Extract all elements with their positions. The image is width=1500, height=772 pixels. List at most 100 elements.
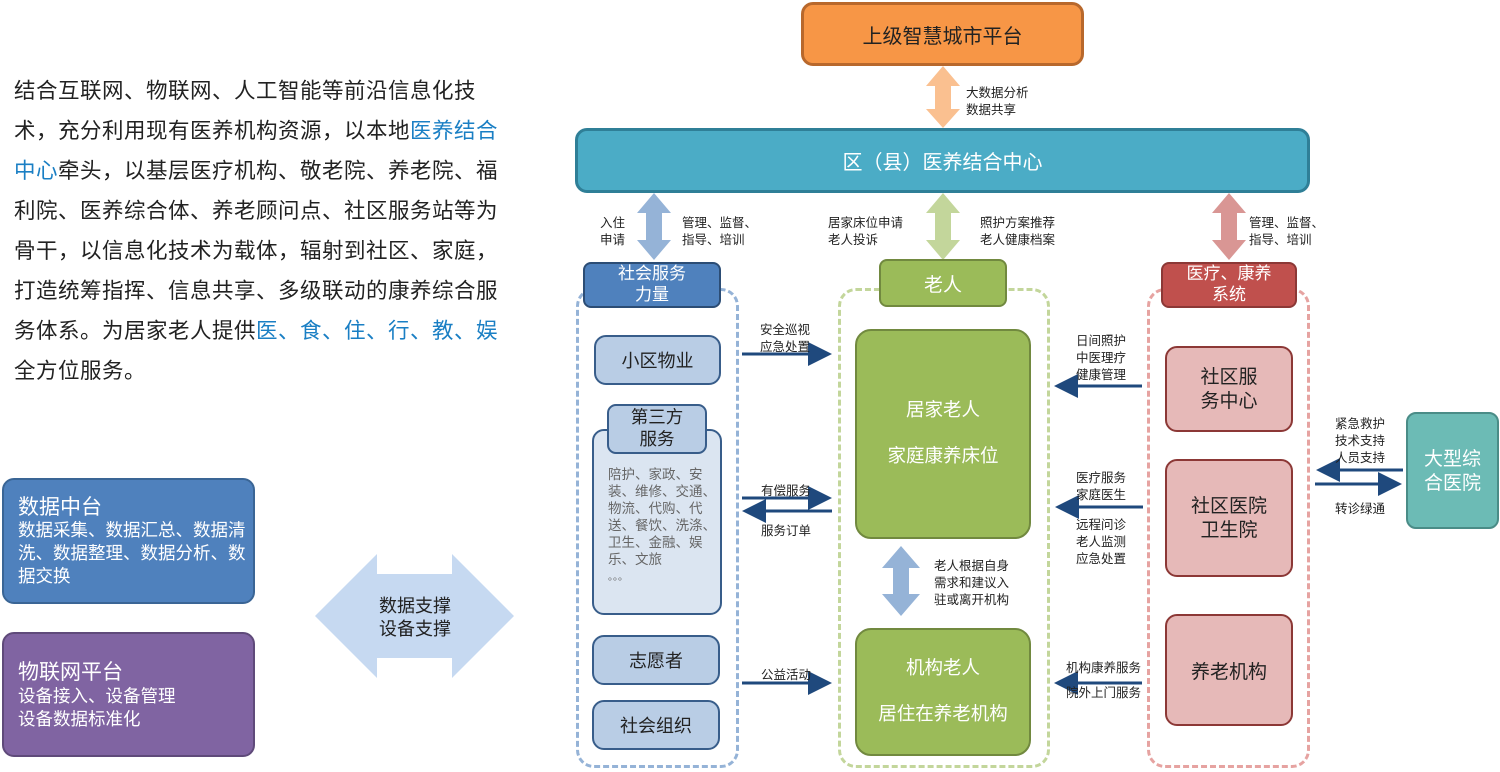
third-party-items: 陪护、家政、安 装、维修、交通、 物流、代购、代 送、餐饮、洗涤、 卫生、金融、… xyxy=(608,467,716,586)
top-link-line-1: 大数据分析 xyxy=(966,85,1029,100)
social-org-box: 社会组织 xyxy=(592,700,720,750)
right-link-arrow xyxy=(1212,193,1246,260)
community-center-line-1: 社区服 xyxy=(1200,366,1258,388)
iot-platform-box: 物联网平台 设备接入、设备管理 设备数据标准化 xyxy=(2,632,255,757)
community-hospital-line-2: 卫生院 xyxy=(1200,519,1258,541)
general-hospital-line-2: 合医院 xyxy=(1423,471,1481,494)
general-hospital-line-1: 大型综 xyxy=(1423,447,1481,470)
paid-service-label: 有偿服务 xyxy=(761,483,812,498)
top-link-line-2: 数据共享 xyxy=(966,102,1017,117)
support-arrow-label: 数据支撑 设备支撑 xyxy=(360,595,470,641)
support-label-1: 数据支撑 xyxy=(379,596,451,617)
patrol-line-2: 应急处置 xyxy=(760,339,811,354)
community-hospital-box: 社区医院 卫生院 xyxy=(1165,459,1293,577)
third-party-box: 陪护、家政、安 装、维修、交通、 物流、代购、代 送、餐饮、洗涤、 卫生、金融、… xyxy=(592,429,722,615)
referral-label: 转诊绿通 xyxy=(1335,501,1386,516)
intro-highlight-services: 医、食、住、行、教、娱 xyxy=(256,319,499,344)
institution-elderly-line-1: 机构老人 xyxy=(905,658,980,679)
support-double-arrow xyxy=(315,554,514,678)
tp-item-line: 卫生、金融、娱 xyxy=(608,535,703,551)
community-center-line-2: 务中心 xyxy=(1200,390,1258,412)
third-party-header-2: 服务 xyxy=(639,430,675,450)
right-manage-line-2: 指导、培训 xyxy=(1249,232,1312,247)
outcall-label: 院外上门服务 xyxy=(1066,685,1142,700)
property-box: 小区物业 xyxy=(594,335,721,385)
data-center-box: 数据中台 数据采集、数据汇总、数据清洗、数据整理、数据分析、数据交换 xyxy=(2,478,255,604)
support-label-2: 设备支撑 xyxy=(379,619,451,640)
mid-link-right-label: 照护方案推荐 老人健康档案 xyxy=(980,214,1055,248)
health-record-line: 老人健康档案 xyxy=(980,232,1056,247)
social-org-label: 社会组织 xyxy=(620,716,692,737)
social-header-1: 社会服务 xyxy=(618,264,686,284)
home-elderly-line-1: 居家老人 xyxy=(905,400,980,421)
medical-header-2: 系统 xyxy=(1212,285,1246,305)
data-center-desc: 数据采集、数据汇总、数据清洗、数据整理、数据分析、数据交换 xyxy=(18,521,246,587)
county-center-label: 区（县）医养结合中心 xyxy=(842,150,1043,174)
iot-desc-2: 设备数据标准化 xyxy=(18,709,141,730)
transfer-note: 老人根据自身 需求和建议入 驻或离开机构 xyxy=(934,557,1009,608)
data-center-title: 数据中台 xyxy=(18,495,102,519)
medical-service-line: 家庭医生 xyxy=(1076,487,1127,502)
complaint-line: 老人投诉 xyxy=(828,232,879,247)
charity-label: 公益活动 xyxy=(761,667,812,682)
left-link-arrow xyxy=(637,193,671,260)
medical-header: 医疗、康养 系统 xyxy=(1161,262,1297,308)
emergency-label: 紧急救护 技术支持 人员支持 xyxy=(1335,415,1385,466)
right-manage-line-1: 管理、监督、 xyxy=(1249,215,1325,230)
institution-elderly-line-2: 居住在养老机构 xyxy=(878,704,1008,725)
care-plan-line: 照护方案推荐 xyxy=(980,215,1056,230)
emergency-line: 紧急救护 xyxy=(1335,416,1386,431)
transfer-note-line: 老人根据自身 xyxy=(934,558,1010,573)
social-header-2: 力量 xyxy=(635,285,669,305)
third-party-header: 第三方 服务 xyxy=(607,404,707,454)
intro-text-1: 结合互联网、物联网、人工智能等前沿信息化技术，充分利用现有医养机构资源，以本地 xyxy=(14,79,477,144)
tp-item-line: 陪护、家政、安 xyxy=(608,467,703,483)
tp-item-line: 装、维修、交通、 xyxy=(608,484,716,500)
medical-header-1: 医疗、康养 xyxy=(1186,264,1272,284)
remote-line: 应急处置 xyxy=(1076,551,1127,566)
checkin-line-1: 入住 xyxy=(600,215,626,230)
left-link-right-label: 管理、监督、 指导、培训 xyxy=(682,214,757,248)
top-link-label: 大数据分析 数据共享 xyxy=(966,84,1029,118)
elderly-header-label: 老人 xyxy=(923,273,962,296)
remote-line: 老人监测 xyxy=(1076,534,1127,549)
intro-text-2: 牵头，以基层医疗机构、敬老院、养老院、福利院、医养综合体、养老顾问点、社区服务站… xyxy=(14,159,499,344)
general-hospital-box: 大型综 合医院 xyxy=(1406,412,1499,529)
intro-paragraph: 结合互联网、物联网、人工智能等前沿信息化技术，充分利用现有医养机构资源，以本地医… xyxy=(14,72,504,392)
elderly-header: 老人 xyxy=(879,259,1007,307)
transfer-arrow xyxy=(882,546,920,616)
emergency-line: 人员支持 xyxy=(1335,450,1386,465)
daycare-line: 健康管理 xyxy=(1076,367,1127,382)
home-elderly-box: 居家老人 家庭康养床位 xyxy=(855,329,1031,539)
mid-link-left-label: 居家床位申请 老人投诉 xyxy=(828,214,903,248)
manage-line-2: 指导、培训 xyxy=(682,232,745,247)
intro-text-3: 全方位服务。 xyxy=(14,359,147,384)
manage-line-1: 管理、监督、 xyxy=(682,215,758,230)
county-center: 区（县）医养结合中心 xyxy=(575,128,1310,193)
daycare-line: 中医理疗 xyxy=(1076,350,1127,365)
third-party-header-1: 第三方 xyxy=(630,408,684,428)
iot-desc-1: 设备接入、设备管理 xyxy=(18,686,176,707)
tp-ellipsis: 。。。 xyxy=(608,572,628,583)
volunteer-label: 志愿者 xyxy=(629,651,683,672)
mid-link-arrow xyxy=(926,193,960,260)
nursing-home-box: 养老机构 xyxy=(1165,614,1293,726)
smart-city-label: 上级智慧城市平台 xyxy=(862,23,1023,48)
left-link-left-label: 入住 申请 xyxy=(600,214,625,248)
order-label: 服务订单 xyxy=(761,523,812,538)
smart-city-platform: 上级智慧城市平台 xyxy=(801,2,1084,66)
home-elderly-line-2: 家庭康养床位 xyxy=(887,446,999,467)
nursing-home-label: 养老机构 xyxy=(1190,660,1267,683)
volunteer-box: 志愿者 xyxy=(592,635,720,685)
top-link-arrow xyxy=(926,66,960,128)
patrol-line-1: 安全巡视 xyxy=(760,322,811,337)
inst-service-label: 机构康养服务 xyxy=(1066,660,1142,675)
intro-highlight-center: 医养结合中心 xyxy=(14,119,499,184)
institution-elderly-box: 机构老人 居住在养老机构 xyxy=(855,628,1031,756)
remote-line: 远程问诊 xyxy=(1076,517,1127,532)
emergency-line: 技术支持 xyxy=(1335,433,1386,448)
tp-item-line: 送、餐饮、洗涤、 xyxy=(608,518,716,534)
remote-label: 远程问诊 老人监测 应急处置 xyxy=(1076,516,1126,567)
community-hospital-line-1: 社区医院 xyxy=(1190,495,1267,517)
